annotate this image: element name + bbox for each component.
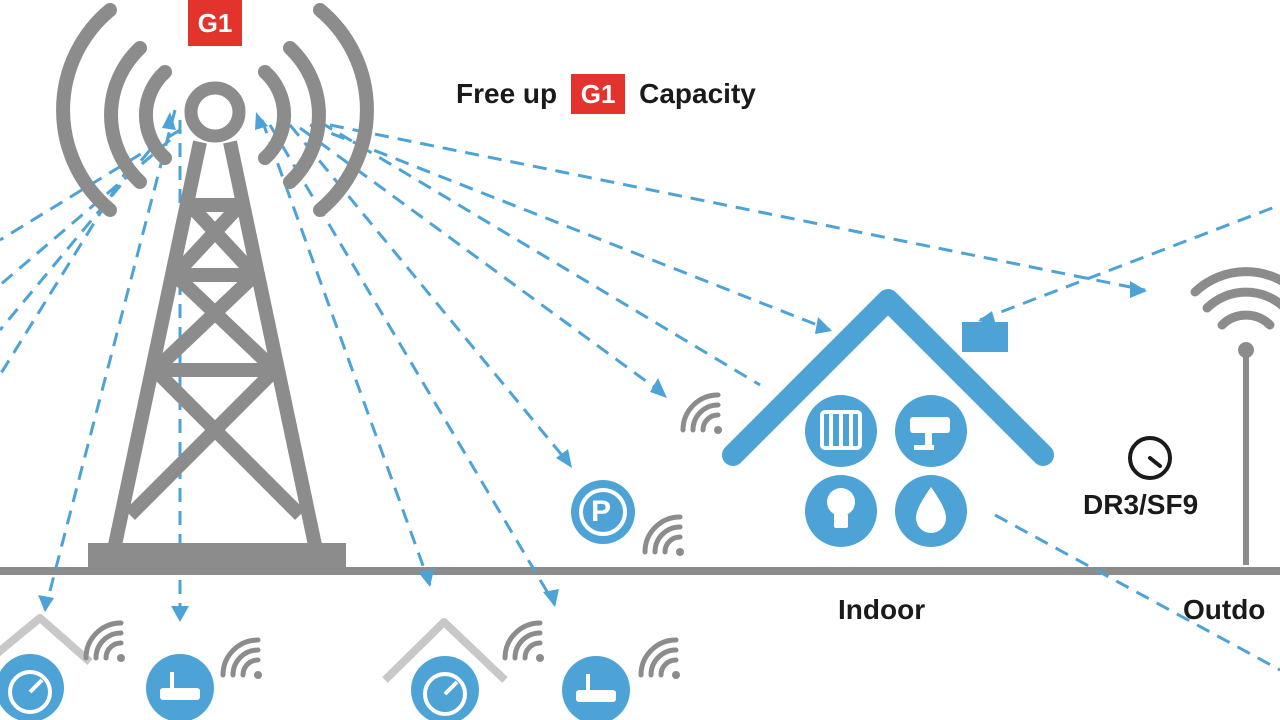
headline: Free up G1 Capacity	[456, 74, 756, 114]
radiator-icon	[805, 395, 877, 467]
tower-g1-badge: G1	[188, 0, 242, 46]
headline-suffix: Capacity	[639, 78, 756, 109]
wifi-icon	[638, 637, 680, 679]
parking-letter: P	[591, 495, 612, 528]
signal-tower-icon	[56, 3, 374, 571]
wifi-icon	[83, 620, 125, 662]
camera-icon	[895, 395, 967, 467]
router-icon	[562, 656, 630, 720]
wifi-icon	[502, 620, 544, 662]
gauge-icon	[1128, 436, 1172, 480]
signal-arrowheads	[38, 112, 1147, 622]
indoor-house	[680, 289, 1054, 547]
headline-prefix: Free up	[456, 78, 558, 109]
water-drop-icon	[895, 475, 967, 547]
router-icon	[146, 654, 214, 720]
wifi-icon	[680, 392, 722, 434]
meter-label: DR3/SF9	[1083, 489, 1199, 520]
wifi-icon	[220, 637, 262, 679]
parking-sensor-icon	[571, 480, 684, 556]
bulb-icon	[805, 475, 877, 547]
antenna-icon	[1190, 267, 1280, 565]
signal-paths	[0, 109, 1280, 672]
gauge-icon	[382, 618, 508, 720]
headline-g1-badge: G1	[571, 74, 626, 114]
gauge-icon	[0, 614, 93, 720]
outdoor-label: Outdo	[1183, 594, 1266, 625]
indoor-label: Indoor	[838, 594, 926, 625]
